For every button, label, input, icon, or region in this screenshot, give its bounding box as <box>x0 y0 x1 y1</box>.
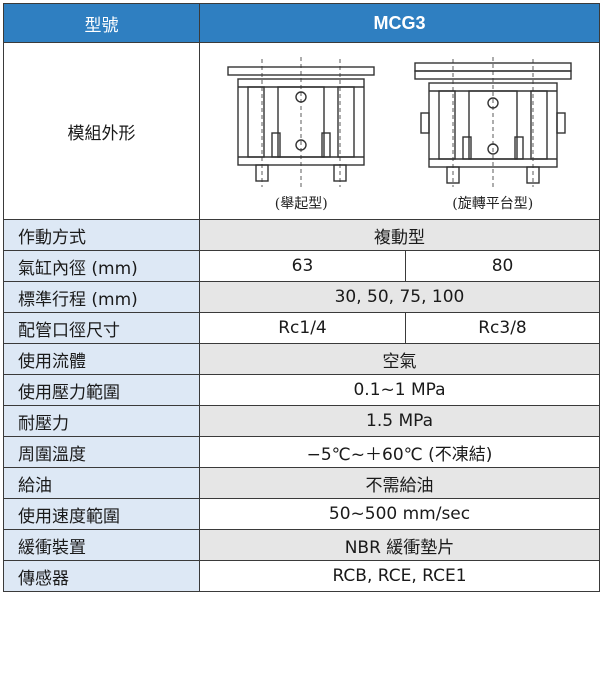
row-label: 標準行程 (mm) <box>3 281 200 313</box>
row-value: 30, 50, 75, 100 <box>198 281 601 313</box>
spec-row-sensor: 傳感器 RCB, RCE, RCE1 <box>3 560 601 592</box>
row-label: 給油 <box>3 467 200 499</box>
spec-row-operation: 作動方式 複動型 <box>3 219 601 251</box>
spec-row-bore: 氣缸內徑 (mm) 63 80 <box>3 250 601 282</box>
spec-row-port-size: 配管口徑尺寸 Rc1/4 Rc3/8 <box>3 312 601 344</box>
row-value: 1.5 MPa <box>198 405 601 437</box>
lift-type-caption: (舉起型) <box>274 196 328 212</box>
row-label: 配管口徑尺寸 <box>3 312 200 344</box>
row-label: 氣缸內徑 (mm) <box>3 250 200 282</box>
rotary-platform-figure: (旋轉平台型) <box>413 57 573 219</box>
shape-row-images: (舉起型) <box>198 42 601 220</box>
row-value: 0.1~1 MPa <box>198 374 601 406</box>
spec-row-ambient-temp: 周圍溫度 −5℃~＋60℃ (不凍結) <box>3 436 601 468</box>
row-label: 作動方式 <box>3 219 200 251</box>
shape-row: 模組外形 <box>3 42 601 220</box>
row-value: 不需給油 <box>198 467 601 499</box>
row-value: 複動型 <box>198 219 601 251</box>
row-value: Rc1/4 <box>199 312 406 344</box>
shape-row-label: 模組外形 <box>3 42 200 220</box>
row-value: 80 <box>404 250 601 282</box>
spec-row-pressure-range: 使用壓力範圍 0.1~1 MPa <box>3 374 601 406</box>
lift-type-figure: (舉起型) <box>226 57 376 219</box>
row-label: 使用流體 <box>3 343 200 375</box>
rotary-platform-caption: (旋轉平台型) <box>452 196 534 212</box>
spec-row-fluid: 使用流體 空氣 <box>3 343 601 375</box>
spec-row-lubrication: 給油 不需給油 <box>3 467 601 499</box>
row-label: 緩衝裝置 <box>3 529 200 561</box>
row-label: 使用壓力範圍 <box>3 374 200 406</box>
row-value: 63 <box>199 250 406 282</box>
type-header: 型號 <box>3 3 200 43</box>
row-value: Rc3/8 <box>404 312 601 344</box>
row-label: 傳感器 <box>3 560 200 592</box>
spec-row-cushion: 緩衝裝置 NBR 緩衝墊片 <box>3 529 601 561</box>
header-row: 型號 MCG3 <box>3 3 601 43</box>
row-value: RCB, RCE, RCE1 <box>198 560 601 592</box>
spec-row-proof-pressure: 耐壓力 1.5 MPa <box>3 405 601 437</box>
spec-row-speed-range: 使用速度範圍 50~500 mm/sec <box>3 498 601 530</box>
row-value: −5℃~＋60℃ (不凍結) <box>198 436 601 468</box>
rotary-platform-drawing-icon <box>414 57 572 187</box>
spec-row-stroke: 標準行程 (mm) 30, 50, 75, 100 <box>3 281 601 313</box>
row-label: 使用速度範圍 <box>3 498 200 530</box>
row-value: 空氣 <box>198 343 601 375</box>
row-value: NBR 緩衝墊片 <box>198 529 601 561</box>
row-label: 周圍溫度 <box>3 436 200 468</box>
model-header: MCG3 <box>198 3 601 43</box>
row-label: 耐壓力 <box>3 405 200 437</box>
spec-table: 型號 MCG3 模組外形 <box>3 3 601 592</box>
row-value: 50~500 mm/sec <box>198 498 601 530</box>
lift-type-drawing-icon <box>227 57 375 187</box>
